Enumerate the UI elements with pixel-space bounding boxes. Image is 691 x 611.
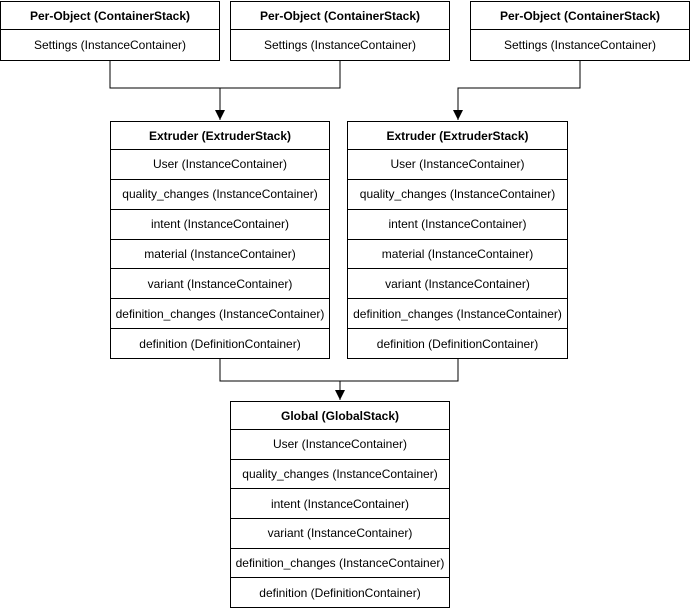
container-row: intent (InstanceContainer) bbox=[348, 208, 567, 239]
container-row: Settings (InstanceContainer) bbox=[503, 38, 657, 52]
container-row: variant (InstanceContainer) bbox=[111, 268, 329, 298]
connector-extruders-join bbox=[219, 359, 459, 382]
container-row: User (InstanceContainer) bbox=[272, 437, 408, 452]
container-row: quality_changes (InstanceContainer) bbox=[111, 178, 329, 209]
container-row: User (InstanceContainer) bbox=[390, 157, 525, 172]
container-row: material (InstanceContainer) bbox=[348, 238, 567, 269]
node-extruder-stack-2: Extruder (ExtruderStack) User (InstanceC… bbox=[347, 121, 568, 359]
node-title: Per-Object (ContainerStack) bbox=[231, 2, 449, 30]
container-row: variant (InstanceContainer) bbox=[231, 518, 449, 548]
container-row: definition (DefinitionContainer) bbox=[111, 328, 329, 358]
container-row: definition_changes (InstanceContainer) bbox=[111, 298, 329, 328]
container-row: material (InstanceContainer) bbox=[111, 238, 329, 269]
node-per-object-stack-3: Per-Object (ContainerStack) Settings (In… bbox=[470, 1, 690, 61]
connector-perobject12-join bbox=[109, 61, 341, 89]
container-row: quality_changes (InstanceContainer) bbox=[348, 178, 567, 209]
node-title: Per-Object (ContainerStack) bbox=[1, 2, 219, 30]
container-row: variant (InstanceContainer) bbox=[348, 268, 567, 298]
container-row: intent (InstanceContainer) bbox=[231, 488, 449, 518]
node-title: Global (GlobalStack) bbox=[231, 402, 449, 430]
node-per-object-stack-1: Per-Object (ContainerStack) Settings (In… bbox=[0, 1, 220, 61]
container-row: Settings (InstanceContainer) bbox=[263, 38, 417, 52]
container-row: definition (DefinitionContainer) bbox=[348, 328, 567, 358]
container-row: definition (DefinitionContainer) bbox=[231, 577, 449, 607]
node-title: Extruder (ExtruderStack) bbox=[348, 122, 567, 150]
container-row: quality_changes (InstanceContainer) bbox=[231, 458, 449, 489]
node-per-object-stack-2: Per-Object (ContainerStack) Settings (In… bbox=[230, 1, 450, 61]
container-row: definition_changes (InstanceContainer) bbox=[231, 547, 449, 578]
container-row: definition_changes (InstanceContainer) bbox=[348, 298, 567, 328]
container-row: User (InstanceContainer) bbox=[152, 157, 288, 172]
node-title: Extruder (ExtruderStack) bbox=[111, 122, 329, 150]
container-row: Settings (InstanceContainer) bbox=[33, 38, 187, 52]
node-title: Per-Object (ContainerStack) bbox=[471, 2, 689, 30]
node-extruder-stack-1: Extruder (ExtruderStack) User (InstanceC… bbox=[110, 121, 330, 359]
container-row: intent (InstanceContainer) bbox=[111, 208, 329, 239]
node-global-stack: Global (GlobalStack) User (InstanceConta… bbox=[230, 401, 450, 608]
connector-arrow-perobject3-to-extruder-2 bbox=[453, 61, 581, 120]
